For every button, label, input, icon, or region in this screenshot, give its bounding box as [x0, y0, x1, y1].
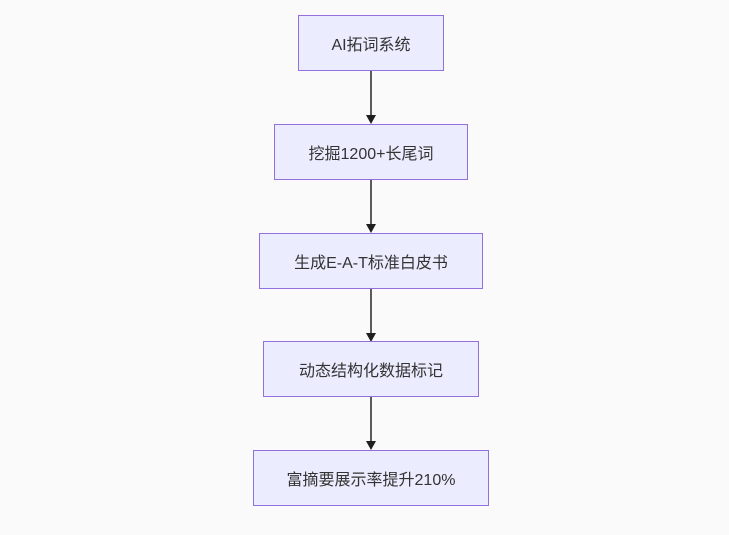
flow-node-eat-whitepaper: 生成E-A-T标准白皮书	[259, 233, 483, 289]
arrowhead-down-icon	[366, 224, 376, 233]
flow-node-label: 富摘要展示率提升210%	[286, 472, 456, 489]
flow-arrow-down	[366, 71, 376, 124]
arrowhead-down-icon	[366, 441, 376, 450]
flow-arrow-down	[366, 397, 376, 450]
flow-arrow-down	[366, 180, 376, 233]
flow-node-rich-snippet-result: 富摘要展示率提升210%	[253, 450, 489, 506]
flow-node-label: 挖掘1200+长尾词	[308, 146, 434, 163]
flow-node-ai-expansion-system: AI拓词系统	[298, 15, 444, 71]
arrow-shaft	[370, 180, 372, 224]
flow-node-longtail-mining: 挖掘1200+长尾词	[274, 124, 468, 180]
arrowhead-down-icon	[366, 333, 376, 342]
flow-node-label: 生成E-A-T标准白皮书	[294, 255, 448, 272]
flow-node-structured-data-markup: 动态结构化数据标记	[263, 341, 479, 397]
flow-node-label: 动态结构化数据标记	[298, 363, 443, 380]
flow-node-label: AI拓词系统	[331, 37, 411, 54]
arrowhead-down-icon	[366, 115, 376, 124]
flow-arrow-down	[366, 289, 376, 342]
arrow-shaft	[370, 397, 372, 441]
arrow-shaft	[370, 289, 372, 333]
arrow-shaft	[370, 71, 372, 115]
